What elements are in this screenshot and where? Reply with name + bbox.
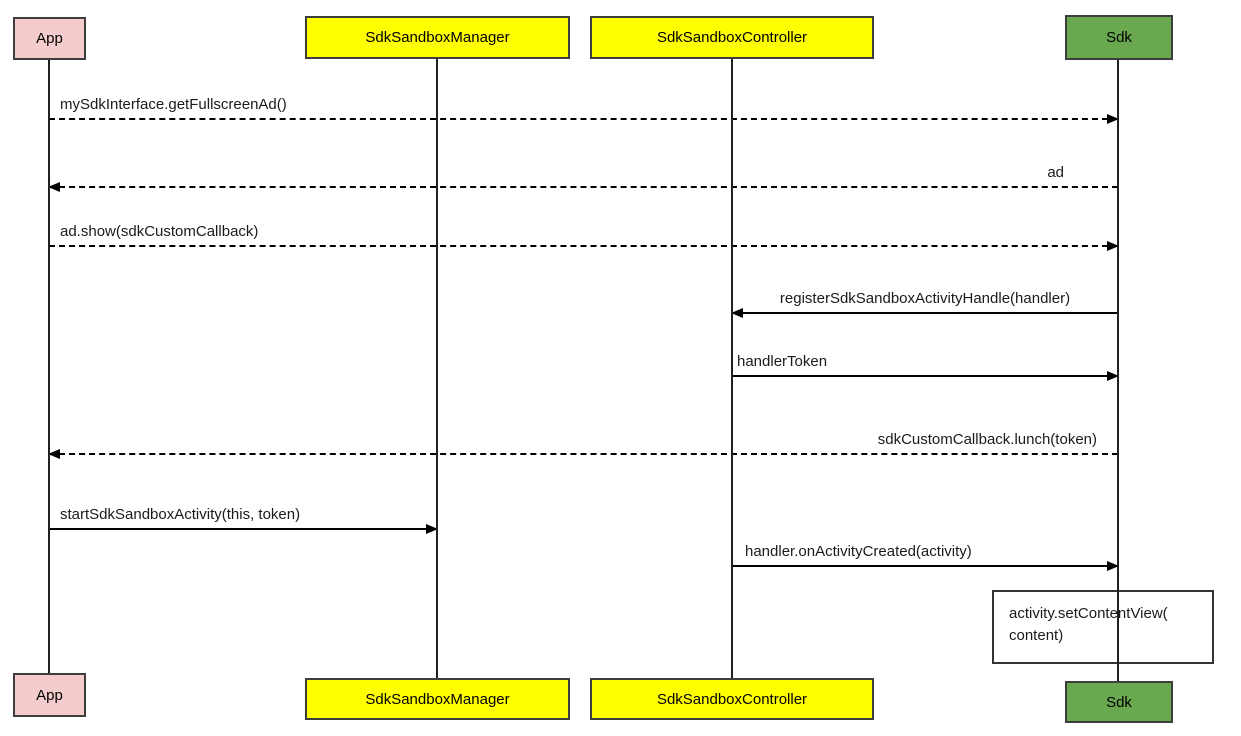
participant-controller-top: SdkSandboxController bbox=[590, 16, 874, 59]
message-label: ad bbox=[1047, 164, 1064, 181]
message-line bbox=[49, 245, 1118, 247]
message-handler-token: handlerToken bbox=[732, 343, 1119, 381]
participant-app-bottom: App bbox=[13, 673, 86, 717]
participant-sdk-label: Sdk bbox=[1106, 29, 1132, 46]
participant-app-top: App bbox=[13, 17, 86, 60]
lifeline-controller bbox=[731, 59, 733, 678]
message-on-activity-created: handler.onActivityCreated(activity) bbox=[732, 533, 1119, 571]
arrowhead-left-icon bbox=[48, 449, 60, 459]
arrowhead-right-icon bbox=[426, 524, 438, 534]
participant-manager-label: SdkSandboxManager bbox=[365, 29, 510, 46]
participant-controller-label: SdkSandboxController bbox=[656, 690, 808, 708]
participant-manager-label: SdkSandboxManager bbox=[365, 690, 510, 708]
message-line bbox=[49, 528, 437, 530]
arrowhead-right-icon bbox=[1107, 114, 1119, 124]
message-label: handlerToken bbox=[737, 353, 828, 370]
message-start-sandbox-activity: startSdkSandboxActivity(this, token) bbox=[49, 496, 438, 534]
message-register-activity-handle: registerSdkSandboxActivityHandle(handler… bbox=[731, 280, 1118, 318]
message-label: ad.show(sdkCustomCallback) bbox=[60, 223, 259, 240]
arrowhead-right-icon bbox=[1107, 371, 1119, 381]
message-ad-return: ad bbox=[48, 154, 1118, 192]
arrowhead-left-icon bbox=[48, 182, 60, 192]
message-ad-show: ad.show(sdkCustomCallback) bbox=[49, 213, 1119, 251]
message-line bbox=[732, 375, 1118, 377]
message-label: registerSdkSandboxActivityHandle(handler… bbox=[779, 290, 1071, 307]
message-line bbox=[732, 565, 1118, 567]
message-line bbox=[49, 453, 1118, 455]
participant-controller-bottom: SdkSandboxController bbox=[590, 678, 874, 720]
message-label: handler.onActivityCreated(activity) bbox=[745, 543, 972, 560]
message-line bbox=[49, 118, 1118, 120]
lifeline-sdk bbox=[1117, 60, 1119, 681]
message-get-fullscreen-ad: mySdkInterface.getFullscreenAd() bbox=[49, 86, 1119, 124]
arrowhead-right-icon bbox=[1107, 241, 1119, 251]
arrowhead-left-icon bbox=[731, 308, 743, 318]
note-line-2: content) bbox=[1009, 627, 1064, 644]
participant-manager-top: SdkSandboxManager bbox=[305, 16, 570, 59]
participant-sdk-label: Sdk bbox=[1106, 693, 1132, 711]
message-line bbox=[49, 186, 1118, 188]
lifeline-manager bbox=[436, 59, 438, 678]
arrowhead-right-icon bbox=[1107, 561, 1119, 571]
message-label: mySdkInterface.getFullscreenAd() bbox=[60, 96, 287, 113]
note-line-1: activity.setContentView( bbox=[1009, 605, 1168, 622]
lifeline-app bbox=[48, 60, 50, 673]
participant-sdk-top: Sdk bbox=[1065, 15, 1173, 60]
participant-controller-label: SdkSandboxController bbox=[656, 29, 808, 46]
participant-app-label: App bbox=[36, 30, 63, 47]
participant-sdk-bottom: Sdk bbox=[1065, 681, 1173, 723]
message-callback-lunch: sdkCustomCallback.lunch(token) bbox=[48, 421, 1118, 459]
participant-app-label: App bbox=[36, 686, 63, 704]
note-set-content-view: activity.setContentView( content) bbox=[992, 590, 1214, 664]
participant-manager-bottom: SdkSandboxManager bbox=[305, 678, 570, 720]
message-label: sdkCustomCallback.lunch(token) bbox=[877, 431, 1097, 448]
message-label: startSdkSandboxActivity(this, token) bbox=[60, 506, 301, 523]
message-line bbox=[732, 312, 1118, 314]
